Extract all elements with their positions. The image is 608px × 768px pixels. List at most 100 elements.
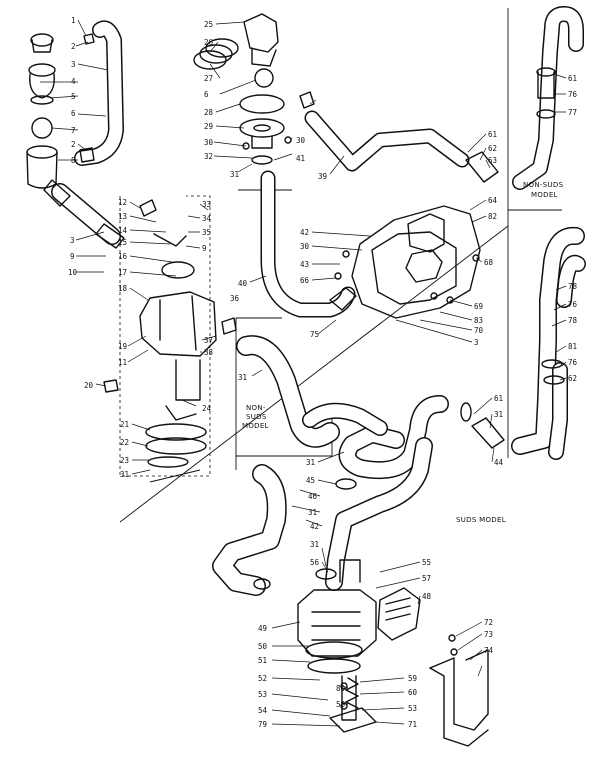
callout: 46 <box>308 492 318 501</box>
callout: 19 <box>118 342 127 351</box>
non-suds-middle-label-line3: MODEL <box>242 422 269 430</box>
hoses <box>51 6 586 596</box>
callout: 79 <box>258 720 267 729</box>
callout: 31 <box>120 470 129 479</box>
callout: 34 <box>202 214 212 223</box>
callout: 30 <box>296 136 306 145</box>
callout: 78 <box>568 282 578 291</box>
callout: 71 <box>408 720 417 729</box>
callout: 31 <box>230 170 239 179</box>
callout: 61 <box>488 130 497 139</box>
callout: 42 <box>310 522 319 531</box>
callout: 54 <box>258 706 268 715</box>
callout: 80 <box>336 684 346 693</box>
callout: 27 <box>204 74 213 83</box>
callout: 76 <box>568 300 578 309</box>
callout: 57 <box>422 574 431 583</box>
callout: 22 <box>120 438 129 447</box>
callout: 78 <box>568 316 578 325</box>
callout: 30 <box>300 242 310 251</box>
callout: 31 <box>306 458 315 467</box>
callout: 4 <box>71 77 76 86</box>
callout: 72 <box>484 618 493 627</box>
callout: 76 <box>568 90 578 99</box>
callout: 1 <box>71 16 76 25</box>
callout: 60 <box>408 688 418 697</box>
callout: 3 <box>474 338 479 347</box>
parts <box>26 13 565 747</box>
callout: 48 <box>422 592 432 601</box>
callout: 2 <box>71 140 76 149</box>
callout: 73 <box>484 630 493 639</box>
callout: 32 <box>204 152 213 161</box>
leader-lines <box>40 19 567 727</box>
callout: 56 <box>310 558 320 567</box>
non-suds-top-label-line1: NON-SUDS <box>523 181 564 189</box>
callout: 29 <box>204 122 213 131</box>
callout: 69 <box>474 302 483 311</box>
callout: 40 <box>238 279 248 288</box>
callout: 66 <box>300 276 310 285</box>
callout: 31 <box>238 373 247 382</box>
callout: 7 <box>71 126 76 135</box>
callout: 64 <box>488 196 498 205</box>
callout: 63 <box>488 156 497 165</box>
callout: 77 <box>568 108 577 117</box>
callout: 62 <box>568 374 577 383</box>
callout: 76 <box>568 358 578 367</box>
callout: 8 <box>71 156 76 165</box>
callout: 83 <box>474 316 483 325</box>
callout: 14 <box>118 226 128 235</box>
callout: 31 <box>310 540 319 549</box>
callout: 18 <box>118 284 128 293</box>
callout: 30 <box>204 138 214 147</box>
callout: 58 <box>336 700 346 709</box>
callout: 44 <box>494 458 504 467</box>
callout: 59 <box>408 674 417 683</box>
callout: 16 <box>118 252 128 261</box>
callout: 52 <box>258 674 267 683</box>
callout: 81 <box>568 342 577 351</box>
non-suds-middle-label-line1: NON- <box>246 404 266 412</box>
callout: 75 <box>310 330 319 339</box>
callout: 36 <box>230 294 240 303</box>
callout: 70 <box>474 326 484 335</box>
callout: 51 <box>258 656 267 665</box>
section-dividers <box>119 8 562 523</box>
callout: 39 <box>318 172 327 181</box>
callout: 38 <box>204 348 214 357</box>
callout: 5 <box>71 92 76 101</box>
callout: 10 <box>68 268 78 277</box>
callout: 53 <box>258 690 267 699</box>
model-labels: NON-SUDS MODEL NON- SUDS MODEL SUDS MODE… <box>242 181 564 524</box>
callout: 33 <box>202 200 211 209</box>
callout: 6 <box>71 109 76 118</box>
callout: 3 <box>70 236 75 245</box>
callout: 42 <box>300 228 309 237</box>
callout: 62 <box>488 144 497 153</box>
callout: 55 <box>422 558 431 567</box>
callout: 74 <box>484 646 494 655</box>
callout: 17 <box>118 268 127 277</box>
non-suds-top-label-line2: MODEL <box>531 191 558 199</box>
callout: 82 <box>488 212 497 221</box>
callout: 53 <box>408 704 417 713</box>
callout: 3 <box>71 60 76 69</box>
callout: 20 <box>84 381 94 390</box>
callout: 43 <box>300 260 309 269</box>
callout: 31 <box>308 508 317 517</box>
callout: 21 <box>120 420 129 429</box>
callout: 61 <box>568 74 577 83</box>
callout: 50 <box>258 642 268 651</box>
callout: 9 <box>202 244 207 253</box>
callout: 24 <box>202 404 212 413</box>
callout: 45 <box>306 476 315 485</box>
callout: 37 <box>204 336 213 345</box>
callout: 61 <box>494 394 503 403</box>
callout: 15 <box>118 238 127 247</box>
callout: 31 <box>494 410 503 419</box>
callout: 68 <box>484 258 494 267</box>
suds-model-label: SUDS MODEL <box>456 516 506 524</box>
callout: 2 <box>71 42 76 51</box>
